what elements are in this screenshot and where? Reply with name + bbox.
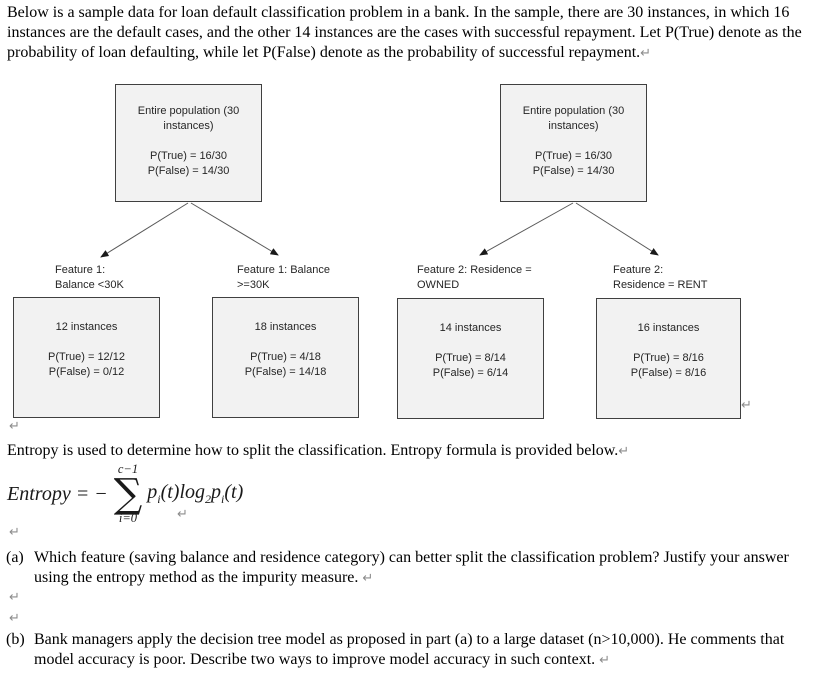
label-line: Residence = RENT: [613, 279, 708, 291]
tree2-root-title: Entire population (30 instances): [522, 105, 625, 132]
paragraph-mark-icon: ↵: [9, 525, 20, 540]
arrow-right-tree-left-branch: [479, 202, 574, 256]
leaf-instances: 14 instances: [439, 322, 502, 334]
arrow-left-tree-right-branch: [190, 202, 279, 256]
intro-paragraph: Below is a sample data for loan default …: [7, 3, 828, 64]
arrow-left-tree-left-branch: [100, 202, 189, 258]
leaf-p-false: P(False) = 6/14: [432, 367, 509, 379]
leaf-p-true: P(True) = 12/12: [48, 351, 125, 363]
sigma-icon: ∑: [113, 471, 143, 517]
tree2-root-p-false: P(False) = 14/30: [532, 165, 615, 177]
formula-piece: (t): [224, 481, 244, 503]
label-line: Feature 2: Residence =: [417, 264, 532, 276]
tree2-right-branch-label: Feature 2: Residence = RENT: [613, 263, 707, 293]
leaf-instances: 16 instances: [637, 322, 700, 334]
leaf-p-false: P(False) = 8/16: [630, 367, 707, 379]
question-a: (a) Which feature (saving balance and re…: [6, 548, 824, 589]
decision-tree-diagrams: Entire population (30 instances) P(True)…: [0, 83, 830, 429]
question-a-marker: (a): [6, 549, 24, 566]
summation-symbol: c−1 ∑ i=0: [114, 463, 143, 525]
spacer: [512, 134, 635, 149]
question-text: Which feature (saving balance and reside…: [34, 549, 789, 586]
paragraph-mark-icon: ↵: [9, 419, 20, 434]
sum-lower-limit: i=0: [118, 511, 138, 525]
question-b-text: Bank managers apply the decision tree mo…: [34, 630, 824, 671]
tree1-left-branch-label: Feature 1: Balance <30K: [55, 263, 124, 293]
leaf-p-true: P(True) = 4/18: [250, 351, 321, 363]
tree2-leaf-node-residence-rent: 16 instances P(True) = 8/16 P(False) = 8…: [596, 298, 741, 419]
paragraph-mark-icon: ↵: [618, 444, 630, 459]
spacer: [402, 336, 539, 351]
formula-subscript: 2: [205, 492, 212, 506]
formula-subscript: i: [221, 492, 225, 506]
tree1-root-title: Entire population (30 instances): [137, 105, 240, 132]
formula-subscript: i: [157, 492, 161, 506]
intro-text: Below is a sample data for loan default …: [7, 4, 802, 61]
spacer: [127, 134, 250, 149]
label-line: Balance <30K: [55, 279, 124, 291]
question-b: (b) Bank managers apply the decision tre…: [6, 630, 824, 671]
paragraph-mark-icon: ↵: [741, 398, 752, 413]
tree1-right-branch-label: Feature 1: Balance >=30K: [237, 263, 330, 293]
paragraph-mark-icon: ↵: [9, 611, 20, 626]
entropy-formula: Entropy = − c−1 ∑ i=0 pi(t)log2pi(t): [7, 463, 243, 525]
formula-piece: p: [211, 481, 222, 503]
tree1-root-p-false: P(False) = 14/30: [147, 165, 230, 177]
leaf-p-true: P(True) = 8/14: [435, 352, 506, 364]
label-line: >=30K: [237, 279, 270, 291]
label-line: Feature 2:: [613, 264, 664, 276]
leaf-p-false: P(False) = 14/18: [244, 366, 327, 378]
arrow-right-tree-right-branch: [575, 202, 659, 256]
formula-lhs: Entropy = −: [7, 482, 108, 505]
sum-upper-limit: c−1: [117, 462, 139, 476]
paragraph-mark-icon: ↵: [9, 590, 20, 605]
tree2-root-node: Entire population (30 instances) P(True)…: [500, 84, 647, 202]
question-text: Bank managers apply the decision tree mo…: [34, 631, 785, 668]
entropy-intro-line: Entropy is used to determine how to spli…: [7, 441, 817, 462]
leaf-instances: 18 instances: [254, 321, 317, 333]
tree1-root-node: Entire population (30 instances) P(True)…: [115, 84, 262, 202]
formula-term: pi(t)log2pi(t): [147, 481, 243, 507]
leaf-p-true: P(True) = 8/16: [633, 352, 704, 364]
paragraph-mark-icon: ↵: [640, 46, 652, 61]
question-b-marker: (b): [6, 631, 25, 648]
label-line: Feature 1: Balance: [237, 264, 330, 276]
spacer: [601, 336, 736, 351]
tree1-leaf-node-balance-lt-30k: 12 instances P(True) = 12/12 P(False) = …: [13, 297, 160, 418]
paragraph-mark-icon: ↵: [599, 653, 611, 668]
label-line: Feature 1:: [55, 264, 106, 276]
tree2-leaf-node-residence-owned: 14 instances P(True) = 8/14 P(False) = 6…: [397, 298, 544, 419]
tree1-leaf-node-balance-gte-30k: 18 instances P(True) = 4/18 P(False) = 1…: [212, 297, 359, 418]
tree1-root-p-true: P(True) = 16/30: [150, 150, 227, 162]
question-a-text: Which feature (saving balance and reside…: [34, 548, 824, 589]
spacer: [18, 335, 155, 350]
label-line: OWNED: [417, 279, 460, 291]
tree-branch-arrows: [100, 202, 659, 258]
formula-piece: p: [147, 481, 158, 503]
entropy-intro-text: Entropy is used to determine how to spli…: [7, 442, 619, 459]
leaf-p-false: P(False) = 0/12: [48, 366, 125, 378]
tree2-root-p-true: P(True) = 16/30: [535, 150, 612, 162]
spacer: [217, 335, 354, 350]
leaf-instances: 12 instances: [55, 321, 118, 333]
tree2-left-branch-label: Feature 2: Residence = OWNED: [417, 263, 532, 293]
paragraph-mark-icon: ↵: [362, 571, 374, 586]
formula-piece: (t)log: [160, 481, 206, 503]
paragraph-mark-icon: ↵: [177, 507, 188, 522]
